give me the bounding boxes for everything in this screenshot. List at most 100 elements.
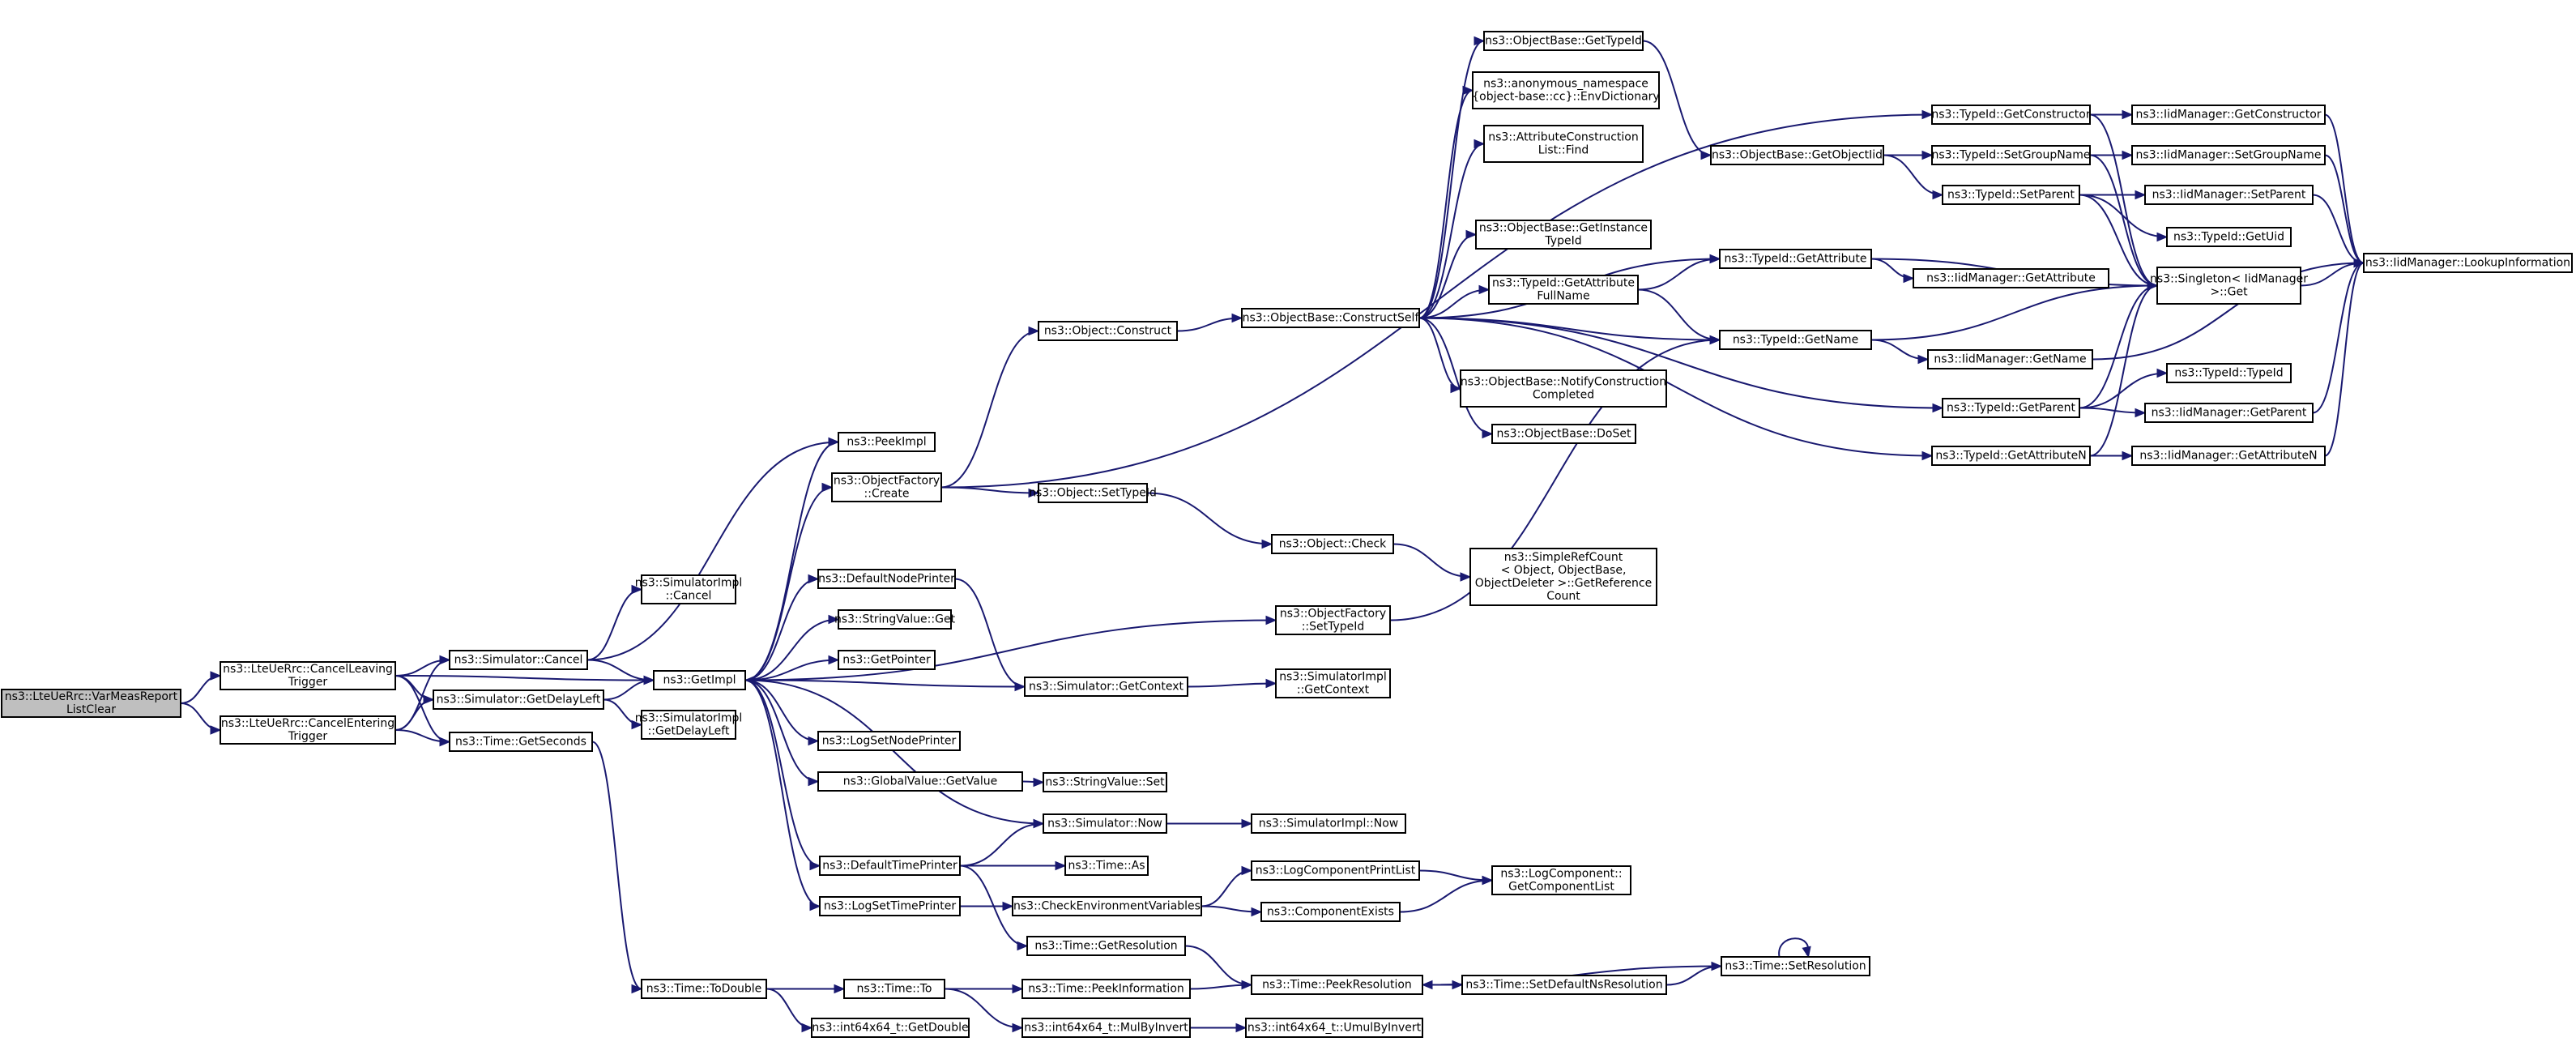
node-iid-mgr-get-attribute-n[interactable]: ns3::IidManager::GetAttributeN <box>2131 446 2326 466</box>
node-simple-ref-count[interactable]: ns3::SimpleRefCount< Object, ObjectBase,… <box>1469 548 1657 606</box>
node-string-value-set[interactable]: ns3::StringValue::Set <box>1043 772 1167 792</box>
node-obj-base-get-object-iid[interactable]: ns3::ObjectBase::GetObjectIid <box>1710 145 1884 165</box>
node-env-dictionary[interactable]: ns3::anonymous_namespace{object-base::cc… <box>1472 71 1660 109</box>
node-object-construct[interactable]: ns3::Object::Construct <box>1038 321 1178 341</box>
node-type-id-type-id[interactable]: ns3::TypeId::TypeId <box>2166 363 2292 383</box>
node-time-get-seconds[interactable]: ns3::Time::GetSeconds <box>449 732 593 752</box>
node-box <box>2144 185 2314 205</box>
edge-arrowhead <box>1241 865 1253 876</box>
node-obj-factory-set-type-id[interactable]: ns3::ObjectFactory::SetTypeId <box>1275 605 1391 635</box>
edge-arrowhead <box>821 482 834 493</box>
edge-arrowhead <box>1921 450 1934 461</box>
node-obj-base-get-type-id[interactable]: ns3::ObjectBase::GetTypeId <box>1483 31 1644 51</box>
node-time-to-double[interactable]: ns3::Time::ToDouble <box>641 979 767 999</box>
node-type-id-get-attribute[interactable]: ns3::TypeId::GetAttribute <box>1719 249 1872 269</box>
node-label: Completed <box>1533 389 1594 402</box>
edge-sim-cancel-to-peek-impl <box>586 441 839 661</box>
node-log-set-time-printer[interactable]: ns3::LogSetTimePrinter <box>819 896 961 916</box>
node-iid-mgr-set-group-name[interactable]: ns3::IidManager::SetGroupName <box>2131 145 2326 165</box>
node-box <box>838 609 952 630</box>
node-label: ObjectDeleter >::GetReference <box>1475 577 1652 590</box>
node-obj-factory-create[interactable]: ns3::ObjectFactory::Create <box>831 472 942 502</box>
node-iid-mgr-get-name[interactable]: ns3::IidManager::GetName <box>1927 349 2093 369</box>
node-default-time-printer[interactable]: ns3::DefaultTimePrinter <box>819 856 961 876</box>
node-check-env-vars[interactable]: ns3::CheckEnvironmentVariables <box>1012 896 1202 916</box>
node-label: ns3::Simulator::GetContext <box>1029 681 1184 694</box>
node-obj-base-construct-self[interactable]: ns3::ObjectBase::ConstructSelf <box>1241 308 1420 328</box>
node-sim-get-delay-left[interactable]: ns3::Simulator::GetDelayLeft <box>433 690 604 710</box>
node-type-id-set-group-name[interactable]: ns3::TypeId::SetGroupName <box>1931 145 2091 165</box>
node-time-set-default-ns-resolution[interactable]: ns3::Time::SetDefaultNsResolution <box>1461 975 1667 995</box>
node-type-id-get-name[interactable]: ns3::TypeId::GetName <box>1719 330 1872 350</box>
node-obj-base-notify-construction-completed[interactable]: ns3::ObjectBase::NotifyConstructionCompl… <box>1460 369 1667 408</box>
node-sim-impl-get-delay-left[interactable]: ns3::SimulatorImpl::GetDelayLeft <box>635 710 743 740</box>
node-type-id-get-constructor[interactable]: ns3::TypeId::GetConstructor <box>1931 105 2091 125</box>
node-label: ns3::Time::To <box>857 983 932 996</box>
node-sim-impl-now[interactable]: ns3::SimulatorImpl::Now <box>1251 813 1406 834</box>
node-time-set-resolution[interactable]: ns3::Time::SetResolution <box>1721 956 1870 976</box>
node-default-node-printer[interactable]: ns3::DefaultNodePrinter <box>817 569 956 589</box>
node-type-id-get-parent[interactable]: ns3::TypeId::GetParent <box>1942 398 2080 418</box>
node-type-id-get-uid[interactable]: ns3::TypeId::GetUid <box>2166 227 2292 247</box>
node-get-impl[interactable]: ns3::GetImpl <box>653 670 746 690</box>
node-global-value-get-value[interactable]: ns3::GlobalValue::GetValue <box>817 771 1023 792</box>
node-int64-mul-by-invert[interactable]: ns3::int64x64_t::MulByInvert <box>1021 1018 1191 1038</box>
node-object-set-type-id[interactable]: ns3::Object::SetTypeId <box>1029 483 1157 503</box>
edge-arrowhead <box>1014 681 1026 692</box>
node-box <box>1931 446 2091 466</box>
node-box <box>1942 185 2080 205</box>
edge-object-check-to-simple-ref-count <box>1392 543 1471 578</box>
edge-arrowhead <box>834 984 846 994</box>
edge-arrowhead <box>809 860 821 871</box>
node-time-as[interactable]: ns3::Time::As <box>1064 856 1149 876</box>
node-log-set-node-printer[interactable]: ns3::LogSetNodePrinter <box>817 731 961 751</box>
edge-arrowhead <box>1921 150 1934 160</box>
node-label: ns3::IidManager::GetParent <box>2152 407 2307 420</box>
node-sim-impl-get-context[interactable]: ns3::SimulatorImpl::GetContext <box>1275 668 1391 698</box>
node-get-pointer[interactable]: ns3::GetPointer <box>838 650 936 670</box>
node-time-to[interactable]: ns3::Time::To <box>843 979 945 999</box>
node-iid-mgr-lookup-information[interactable]: ns3::IidManager::LookupInformation <box>2363 253 2573 273</box>
node-label: ns3::DefaultNodePrinter <box>818 573 955 586</box>
node-label: ns3::SimulatorImpl <box>635 577 743 590</box>
node-box <box>1024 677 1188 697</box>
node-object-check[interactable]: ns3::Object::Check <box>1271 534 1394 554</box>
node-label: ns3::ObjectFactory <box>834 475 940 488</box>
node-log-comp-print-list[interactable]: ns3::LogComponentPrintList <box>1251 860 1420 881</box>
node-singleton-get[interactable]: ns3::Singleton< IidManager>::Get <box>2150 267 2308 305</box>
node-int64-umul-by-invert[interactable]: ns3::int64x64_t::UmulByInvert <box>1245 1018 1423 1038</box>
edge-arrowhead <box>1012 1023 1024 1033</box>
node-iid-mgr-get-constructor[interactable]: ns3::IidManager::GetConstructor <box>2131 105 2326 125</box>
node-component-exists[interactable]: ns3::ComponentExists <box>1260 902 1401 922</box>
node-obj-base-do-set[interactable]: ns3::ObjectBase::DoSet <box>1491 424 1636 444</box>
node-type-id-set-parent[interactable]: ns3::TypeId::SetParent <box>1942 185 2080 205</box>
node-label: ns3::LteUeRrc::VarMeasReport <box>5 690 178 703</box>
node-int64-get-double[interactable]: ns3::int64x64_t::GetDouble <box>811 1018 970 1038</box>
edge-arrowhead <box>828 614 840 625</box>
node-iid-mgr-get-parent[interactable]: ns3::IidManager::GetParent <box>2144 403 2314 423</box>
node-time-peek-resolution[interactable]: ns3::Time::PeekResolution <box>1251 975 1423 995</box>
edge-arrowhead <box>828 655 840 665</box>
edges-layer <box>180 36 2365 1033</box>
node-string-value-get[interactable]: ns3::StringValue::Get <box>834 609 956 630</box>
node-sim-get-context[interactable]: ns3::Simulator::GetContext <box>1024 677 1188 697</box>
node-log-comp-get-component-list[interactable]: ns3::LogComponent::GetComponentList <box>1491 865 1631 895</box>
node-sim-impl-cancel[interactable]: ns3::SimulatorImpl::Cancel <box>635 574 743 604</box>
node-sim-cancel[interactable]: ns3::Simulator::Cancel <box>449 650 588 670</box>
edge-type-id-set-parent-to-singleton-get <box>2079 194 2158 287</box>
edge-arrowhead <box>1932 190 1944 200</box>
node-iid-mgr-set-parent[interactable]: ns3::IidManager::SetParent <box>2144 185 2314 205</box>
node-label: {object-base::cc}::EnvDictionary <box>1472 91 1659 104</box>
node-time-get-resolution[interactable]: ns3::Time::GetResolution <box>1026 936 1186 956</box>
node-sim-now[interactable]: ns3::Simulator::Now <box>1043 813 1167 834</box>
node-time-peek-information[interactable]: ns3::Time::PeekInformation <box>1021 979 1191 999</box>
node-type-id-get-attribute-n[interactable]: ns3::TypeId::GetAttributeN <box>1931 446 2091 466</box>
node-peek-impl[interactable]: ns3::PeekImpl <box>838 432 936 452</box>
node-iid-mgr-get-attribute[interactable]: ns3::IidManager::GetAttribute <box>1913 268 2109 288</box>
